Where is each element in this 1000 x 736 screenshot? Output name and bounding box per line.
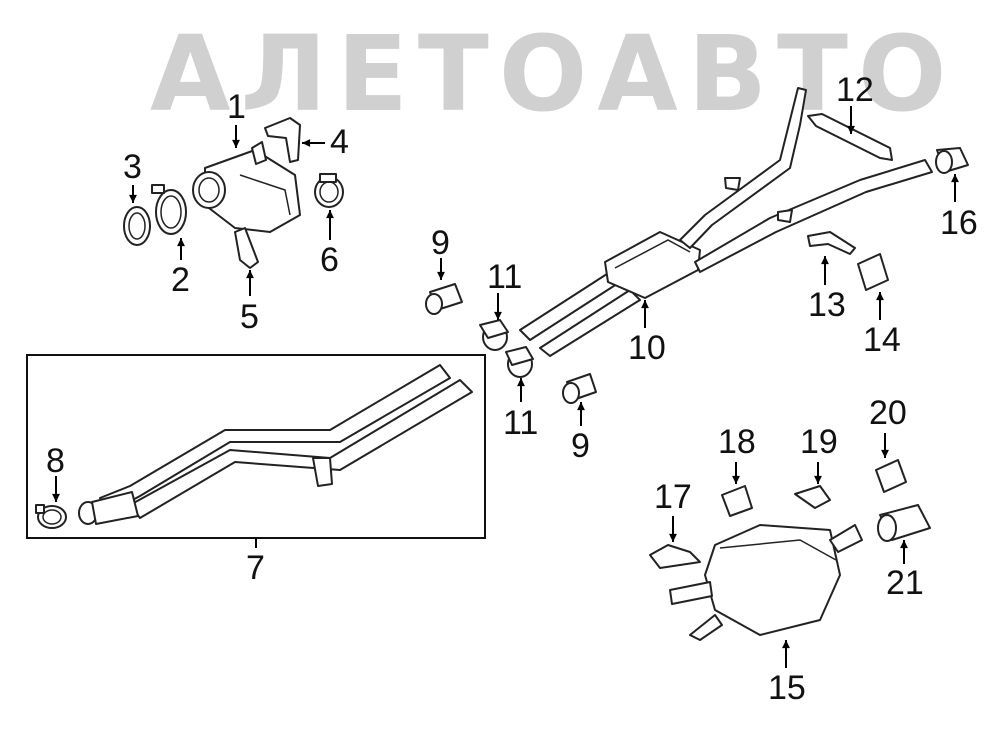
callout-18: 18 [718,423,756,461]
clamp-6 [314,173,344,208]
arrowhead [302,139,311,147]
callout-8: 8 [46,442,65,480]
catalytic-converter-1 [192,141,301,233]
arrowhead [577,402,585,411]
clamp-ring-2 [151,184,187,235]
clamp-8 [35,504,67,529]
arrowhead [782,640,790,649]
clamp-11-lower [505,346,534,378]
mount-14 [857,253,889,291]
arrowhead [900,540,908,549]
callout-11-upper: 11 [487,258,523,296]
arrowhead [669,533,677,542]
arrowhead [437,271,445,280]
center-muffler-10 [519,87,933,357]
bracket-4 [264,117,301,163]
arrowhead [876,292,884,301]
arrowhead [494,311,502,320]
callout-5: 5 [240,298,259,336]
arrowhead [821,256,829,265]
bracket-13 [807,231,856,255]
arrowhead [951,174,959,183]
callout-11-lower: 11 [503,404,539,442]
callout-1: 1 [227,88,246,126]
callout-4: 4 [330,123,349,161]
callout-14: 14 [863,321,901,359]
watermark-logo: АЛЕТОАВТО [150,13,957,135]
strap-12 [807,113,893,161]
callout-7: 7 [246,549,265,587]
bracket-19 [794,485,831,509]
callout-20: 20 [869,394,907,432]
callout-19: 19 [800,423,838,461]
bracket-5 [234,227,259,269]
callout-10: 10 [628,329,666,367]
tailpipe-tip-21 [877,504,931,542]
arrowhead [641,300,649,309]
arrowhead [326,210,334,219]
callout-9-upper: 9 [431,224,450,262]
arrowhead [177,238,185,247]
mount-18 [721,485,753,517]
mount-20 [875,459,907,493]
intermediate-pipe-7 [78,364,473,525]
arrowhead [246,270,254,279]
bracket-17 [649,544,701,569]
callout-6: 6 [320,241,339,279]
arrowhead [881,449,889,458]
callout-15: 15 [768,669,806,707]
gasket-3 [123,206,151,246]
arrowhead [129,194,137,203]
callout-13: 13 [808,286,846,324]
callout-12: 12 [836,71,874,109]
clamp-11-upper [479,319,509,351]
rear-muffler-15 [669,524,863,641]
callout-16: 16 [940,204,978,242]
callout-17: 17 [654,478,692,516]
rubber-mount-9-lower [562,373,597,404]
arrowhead [732,475,740,484]
callout-21: 21 [886,564,924,602]
arrowhead [52,493,60,502]
callout-3: 3 [123,148,142,186]
callout-2: 2 [171,261,190,299]
rubber-mount-9-upper [425,283,463,315]
arrowhead [232,139,240,148]
arrow-heads [52,125,959,649]
arrowhead [847,125,855,134]
callout-9-lower: 9 [571,427,590,465]
clamp-16 [935,147,969,174]
arrowhead [814,475,822,484]
arrowhead [517,378,525,387]
